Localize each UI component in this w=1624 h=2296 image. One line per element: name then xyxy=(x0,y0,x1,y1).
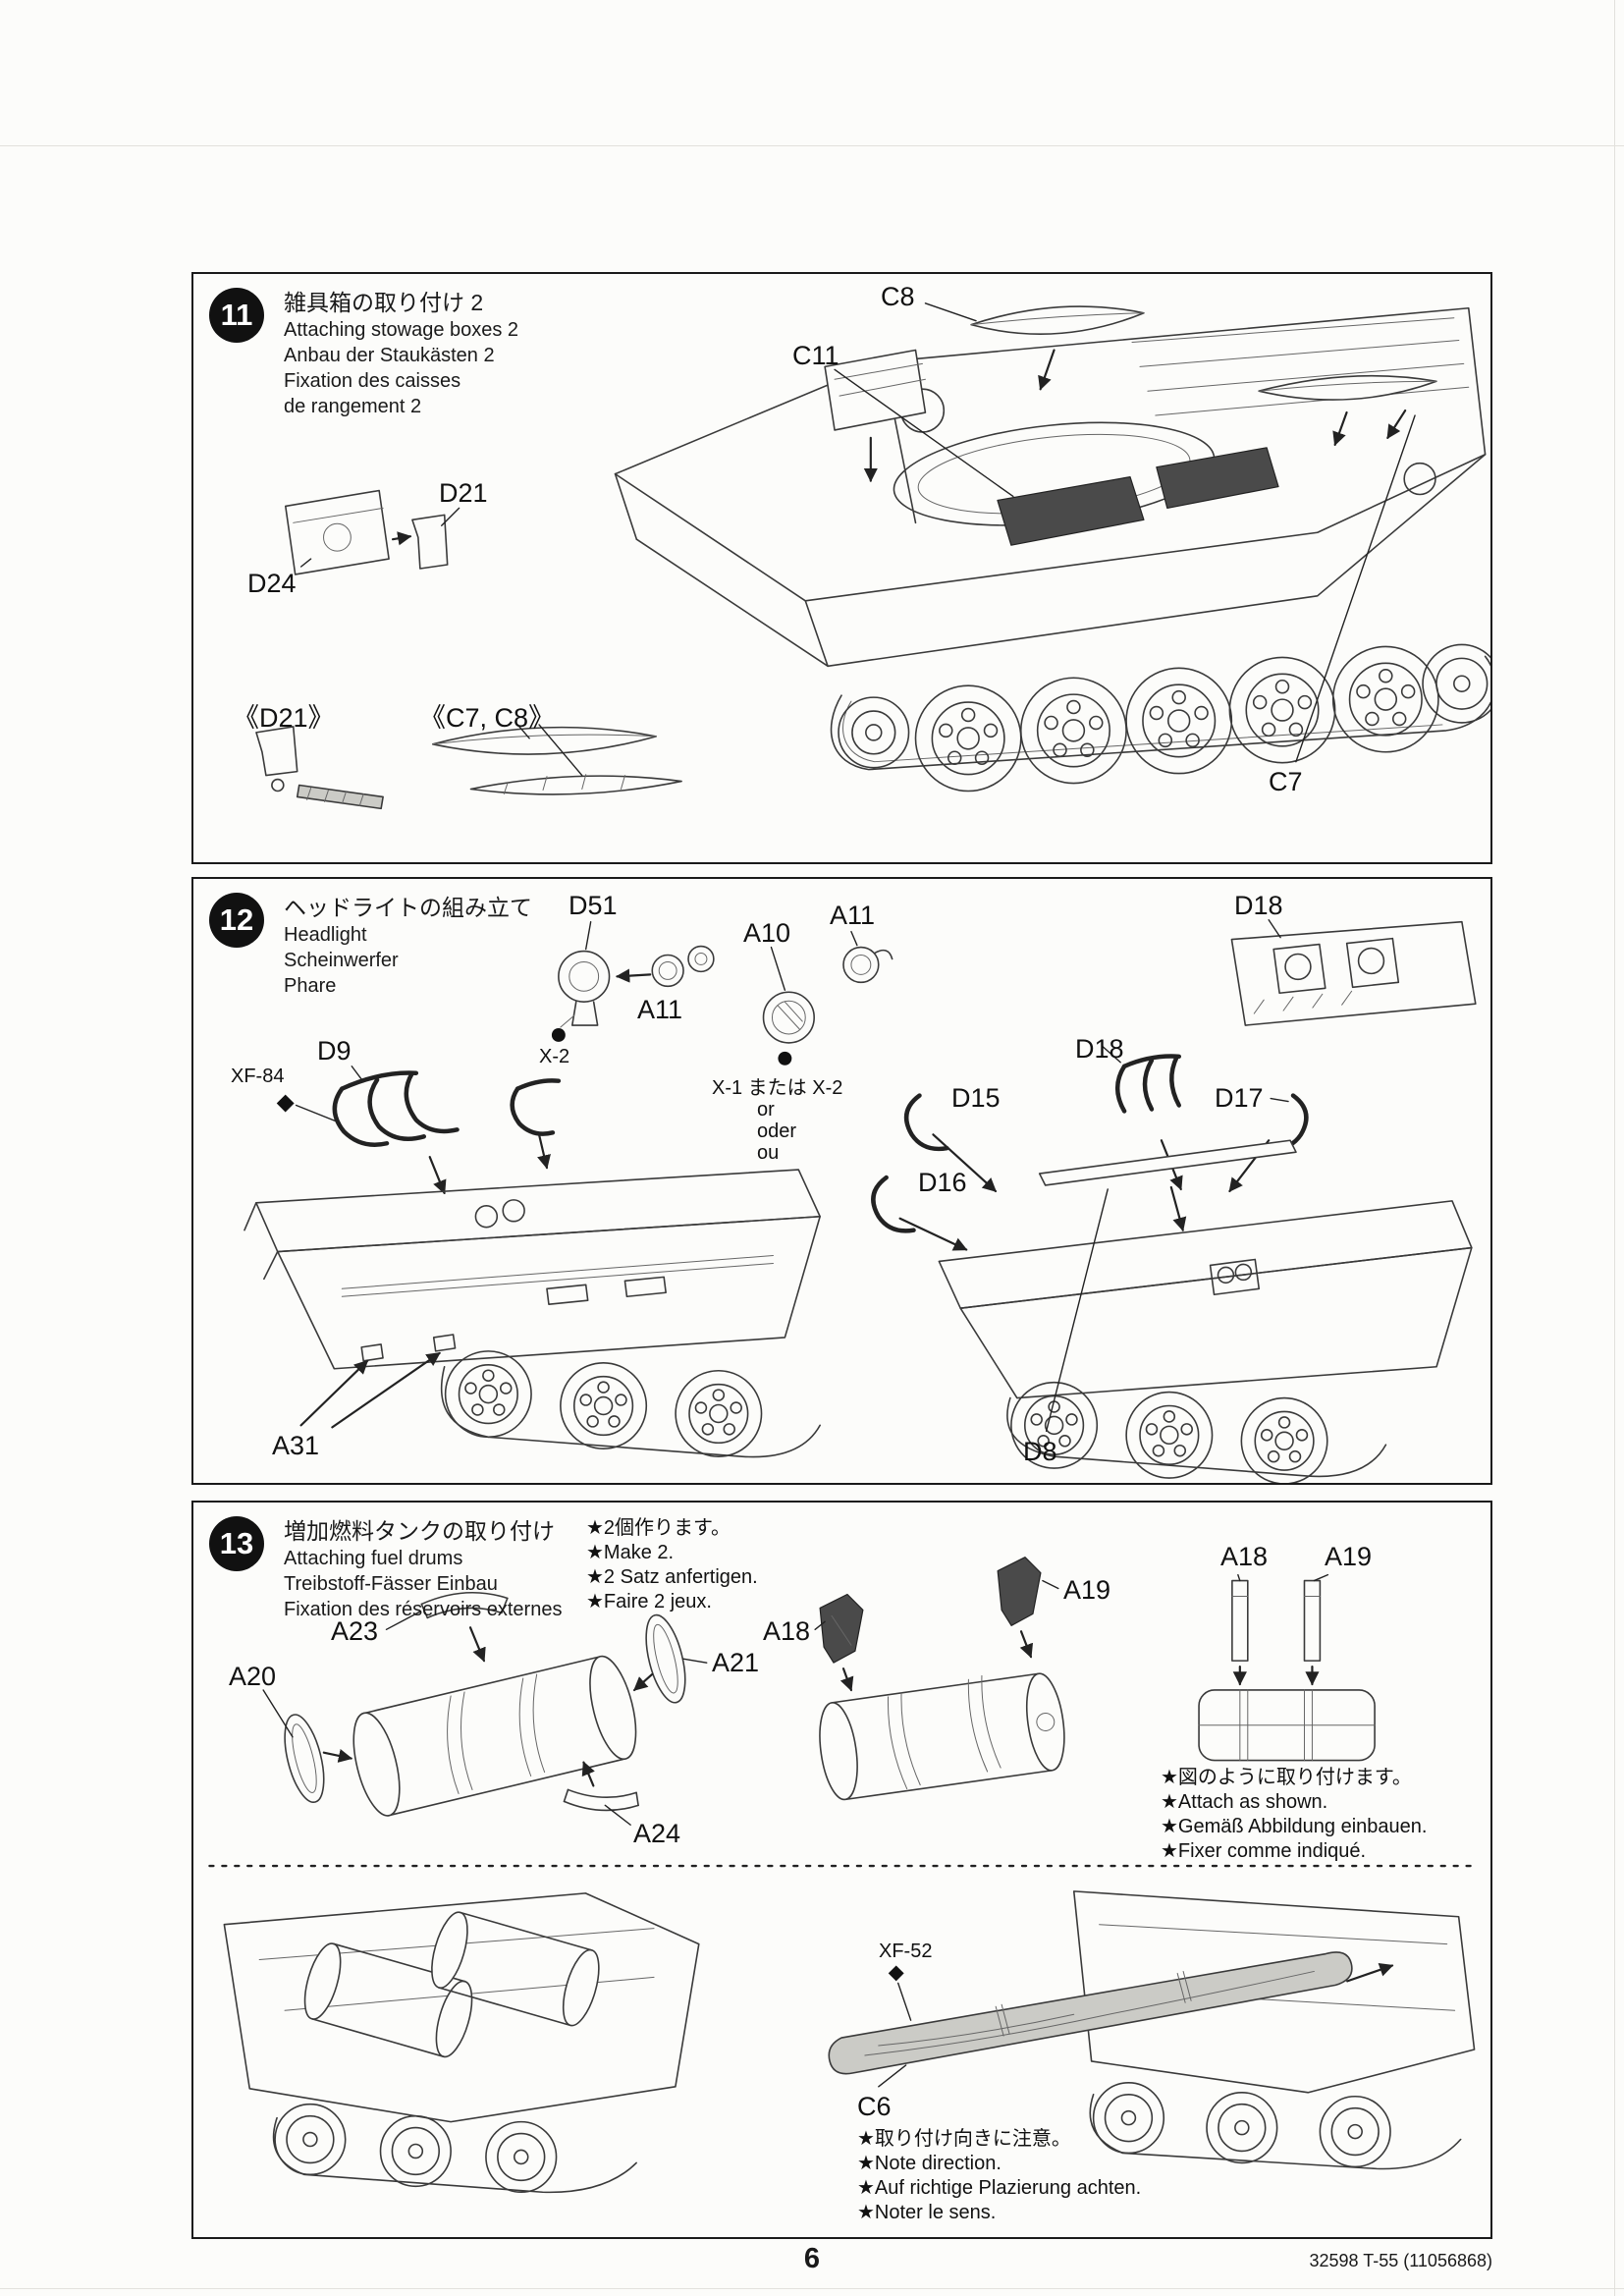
paint-label-xf52: XF-52 xyxy=(879,1941,933,1962)
step-13-number: 13 xyxy=(209,1516,264,1571)
part-label-a10: A10 xyxy=(743,918,791,948)
direction-notes: ★取り付け向きに注意。 ★Note direction. ★Auf richti… xyxy=(857,2127,1141,2225)
step-title-de: Scheinwerfer xyxy=(284,950,399,971)
note-line-ja: ★図のように取り付けます。 xyxy=(1161,1767,1412,1788)
part-label-a11-b: A11 xyxy=(830,901,876,930)
step-title-en: Headlight xyxy=(284,924,367,946)
d18-fender-drawing xyxy=(1230,919,1477,1026)
note-line-en: ★Note direction. xyxy=(857,2153,1001,2174)
paint-label-oder: oder xyxy=(757,1121,797,1142)
right-hull-drawing xyxy=(871,1046,1473,1483)
part-label-d18-fender: D18 xyxy=(1234,891,1283,920)
rear-hull-with-drums xyxy=(223,1892,700,2194)
note-line-ja: ★2個作ります。 xyxy=(586,1517,731,1539)
paint-label-or: or xyxy=(757,1099,775,1121)
step-11-diagram xyxy=(255,302,1490,810)
paint-label-xf84: XF-84 xyxy=(231,1066,285,1087)
d21-spare-part xyxy=(255,726,384,810)
step-11-header: 11 雑具箱の取り付け 2 Attaching stowage boxes 2 … xyxy=(209,288,518,419)
step-title-fr: Phare xyxy=(284,975,337,997)
paint-label-ou: ou xyxy=(757,1142,780,1164)
step-title-fr2: de rangement 2 xyxy=(284,396,422,417)
note-line-fr: ★Faire 2 jeux. xyxy=(586,1591,712,1613)
running-gear xyxy=(830,643,1490,793)
step-title-ja: 雑具箱の取り付け 2 xyxy=(284,290,484,315)
stowage-box-parts xyxy=(824,302,1437,763)
step-12-panel: 12 ヘッドライトの組み立て Headlight Scheinwerfer Ph… xyxy=(191,877,1492,1485)
paper-edge-right xyxy=(1614,0,1615,2296)
paper-edge-bottom xyxy=(0,2288,1624,2289)
step-title-fr: Fixation des caisses xyxy=(284,370,461,392)
note-line-fr: ★Noter le sens. xyxy=(857,2202,997,2223)
part-label-c11: C11 xyxy=(792,341,839,370)
note-line-en: ★Attach as shown. xyxy=(1161,1791,1328,1813)
d24-d21-assembly xyxy=(284,489,460,575)
paint-label-x2: X-2 xyxy=(539,1046,570,1067)
note-line-en: ★Make 2. xyxy=(586,1542,675,1563)
step-11-panel: 11 雑具箱の取り付け 2 Attaching stowage boxes 2 … xyxy=(191,272,1492,864)
fuel-drum-assembly xyxy=(262,1591,708,1826)
step-13-diagram xyxy=(208,1557,1476,2194)
part-label-a19-side: A19 xyxy=(1325,1542,1373,1571)
note-line-de: ★Gemäß Abbildung einbauen. xyxy=(1161,1816,1428,1837)
part-label-c8: C8 xyxy=(881,282,915,311)
step-title-ja: ヘッドライトの組み立て xyxy=(284,895,532,920)
part-label-a23: A23 xyxy=(331,1616,379,1646)
part-label-d9: D9 xyxy=(317,1036,352,1066)
part-label-d18-guard: D18 xyxy=(1075,1034,1124,1064)
part-label-d8: D8 xyxy=(1023,1437,1057,1466)
drum-with-brackets xyxy=(814,1557,1065,1801)
step-12-number: 12 xyxy=(209,893,264,948)
drum-side-view xyxy=(1198,1573,1376,1762)
step-title-de: Anbau der Staukästen 2 xyxy=(284,345,495,366)
step-title-en: Attaching fuel drums xyxy=(284,1548,463,1569)
part-label-d21: D21 xyxy=(439,478,488,508)
part-label-a11-a: A11 xyxy=(637,995,683,1024)
catalog-number: 32598 T-55 (11056868) xyxy=(1309,2251,1493,2270)
left-hull-drawing xyxy=(244,1169,821,1458)
attach-notes: ★図のように取り付けます。 ★Attach as shown. ★Gemäß A… xyxy=(1161,1766,1427,1864)
part-label-d15: D15 xyxy=(951,1083,1001,1113)
part-label-c6: C6 xyxy=(857,2092,892,2121)
part-label-c7c8-alt: 《C7, C8》 xyxy=(419,703,556,733)
part-label-c7: C7 xyxy=(1269,767,1303,796)
part-label-d17: D17 xyxy=(1215,1083,1264,1113)
headlight-parts xyxy=(551,921,893,1066)
step-12-diagram xyxy=(244,919,1477,1483)
step-12-header: 12 ヘッドライトの組み立て Headlight Scheinwerfer Ph… xyxy=(209,893,532,999)
part-label-d16: D16 xyxy=(918,1168,967,1197)
step-12-titles: ヘッドライトの組み立て Headlight Scheinwerfer Phare xyxy=(284,893,532,999)
part-label-a19-mid: A19 xyxy=(1063,1575,1111,1605)
part-label-a18-mid: A18 xyxy=(763,1616,811,1646)
step-title-en: Attaching stowage boxes 2 xyxy=(284,319,519,341)
part-label-a31: A31 xyxy=(272,1431,320,1460)
step-11-titles: 雑具箱の取り付け 2 Attaching stowage boxes 2 Anb… xyxy=(284,288,518,419)
note-line-fr: ★Fixer comme indiqué. xyxy=(1161,1840,1367,1862)
c7c8-spare-parts xyxy=(431,724,682,795)
note-line-ja: ★取り付け向きに注意。 xyxy=(857,2128,1071,2150)
part-label-a24: A24 xyxy=(633,1819,681,1848)
part-label-a21: A21 xyxy=(712,1648,760,1677)
note-line-de: ★2 Satz anfertigen. xyxy=(586,1566,758,1588)
step-13-titles: 増加燃料タンクの取り付け Attaching fuel drums Treibs… xyxy=(284,1516,562,1622)
page-number: 6 xyxy=(803,2243,821,2274)
paper-edge-top xyxy=(0,145,1624,146)
step-title-ja: 増加燃料タンクの取り付け xyxy=(284,1518,555,1544)
rear-hull-with-log xyxy=(828,1890,1476,2170)
part-label-a18-side: A18 xyxy=(1220,1542,1269,1571)
step-13-panel: 13 増加燃料タンクの取り付け Attaching fuel drums Tre… xyxy=(191,1501,1492,2239)
step-title-fr: Fixation des réservoirs externes xyxy=(284,1599,563,1620)
d9-guard-part xyxy=(276,1066,562,1195)
part-label-d21-alt: 《D21》 xyxy=(233,703,335,733)
step-title-de: Treibstoff-Fässer Einbau xyxy=(284,1573,498,1595)
part-label-d24: D24 xyxy=(247,569,297,598)
paint-label-x1-x2: X-1 または X-2 xyxy=(712,1077,843,1099)
part-label-d51: D51 xyxy=(568,891,618,920)
step-11-number: 11 xyxy=(209,288,264,343)
part-label-a20: A20 xyxy=(229,1662,277,1691)
make-notes: ★2個作ります。 ★Make 2. ★2 Satz anfertigen. ★F… xyxy=(586,1516,758,1614)
note-line-de: ★Auf richtige Plazierung achten. xyxy=(857,2177,1142,2199)
step-13-header: 13 増加燃料タンクの取り付け Attaching fuel drums Tre… xyxy=(209,1516,562,1622)
